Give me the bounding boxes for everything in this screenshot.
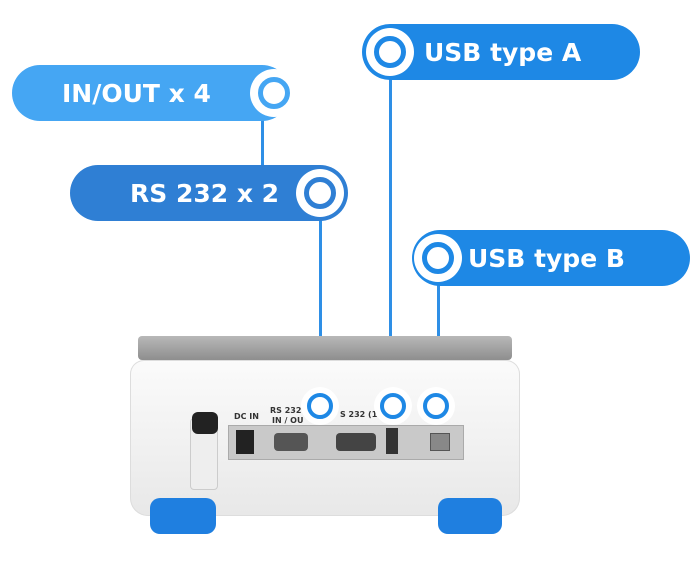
foot-left [150, 498, 216, 534]
weighing-pan [138, 336, 512, 360]
port-marker-rs232 [301, 387, 339, 425]
foot-right [438, 498, 502, 534]
port-marker-usb-b [417, 387, 455, 425]
port-marker-usb-a [374, 387, 412, 425]
callout-usb-b-label: USB type B [468, 243, 625, 273]
rs232-2-label: RS 232 [270, 406, 302, 415]
usb-a-port [386, 428, 398, 454]
marker-icon [296, 169, 344, 217]
cable-knob [192, 412, 218, 434]
dc-in-port [236, 430, 254, 454]
marker-icon [366, 28, 414, 76]
callout-usb-b: USB type B [412, 230, 690, 286]
callout-usb-a: USB type A [362, 24, 640, 80]
connector-line [389, 76, 392, 406]
marker-icon [414, 234, 462, 282]
callout-usb-a-label: USB type A [424, 37, 582, 67]
dc-in-label: DC IN [234, 412, 259, 421]
connector-line [319, 218, 322, 406]
connector-line [261, 118, 264, 168]
vga-port [274, 433, 308, 451]
marker-icon [250, 69, 298, 117]
callout-rs232-label: RS 232 x 2 [130, 178, 280, 208]
callout-rs232: RS 232 x 2 [70, 165, 348, 221]
callout-in-out-label: IN/OUT x 4 [62, 78, 211, 108]
rs232-1-label: S 232 (1 [340, 410, 378, 419]
usb-b-port [430, 433, 450, 451]
in-out-label: IN / OU [272, 416, 304, 425]
db9-port [336, 433, 376, 451]
callout-in-out: IN/OUT x 4 [12, 65, 298, 121]
